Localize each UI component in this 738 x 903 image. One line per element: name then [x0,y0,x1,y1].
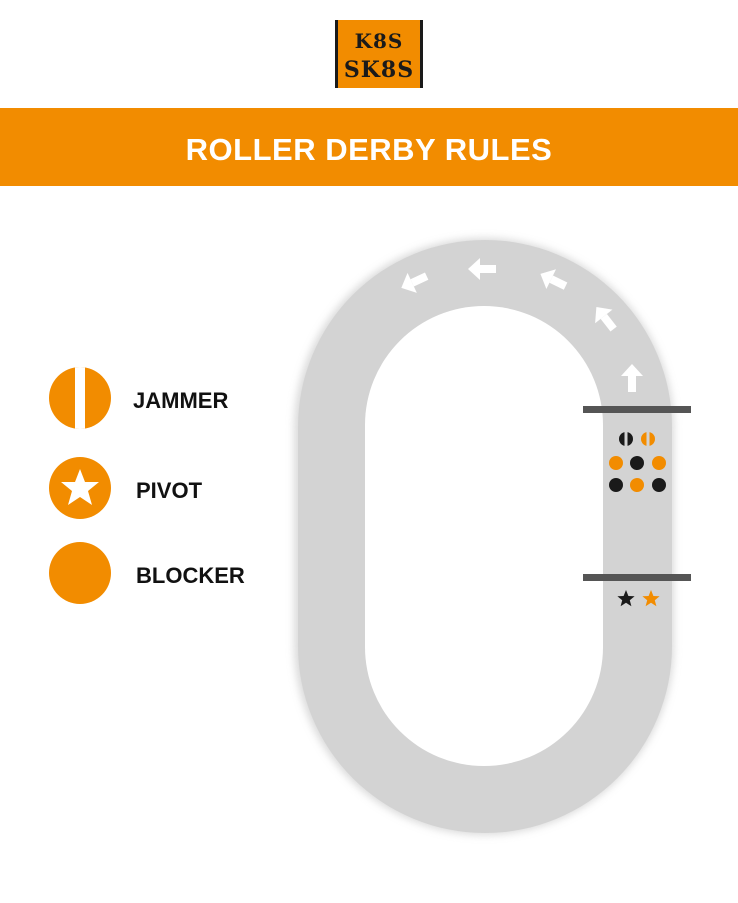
legend-label-jammer: JAMMER [133,388,229,413]
page-title: ROLLER DERBY RULES [185,132,553,167]
legend-label-pivot: PIVOT [136,478,203,503]
jammer-orange [641,432,655,446]
jammer-line [583,574,691,581]
jammer-stripe-circle-icon [49,367,111,429]
blocker-orange [609,456,623,470]
blocker-black [609,478,623,492]
pivot-line [583,406,691,413]
blocker-black [652,478,666,492]
logo-line-2: SK8S [343,57,415,83]
brand-logo: K8S SK8S [335,20,423,88]
pivot-star-orange [642,590,660,607]
title-banner: ROLLER DERBY RULES [0,108,738,186]
blocker-black [630,456,644,470]
legend-item-pivot: PIVOT [48,456,308,520]
pivot-star-circle-icon [49,457,111,519]
pivot-star-black [617,590,635,607]
jammer-black [619,432,633,446]
logo-line-1: K8S [354,29,404,53]
legend-item-jammer: JAMMER [48,366,308,430]
legend-label-blocker: BLOCKER [136,563,245,588]
blocker-circle-icon [49,542,111,604]
blocker-orange [630,478,644,492]
blocker-orange [652,456,666,470]
legend-item-blocker: BLOCKER [48,541,308,605]
track-infield [365,306,603,766]
